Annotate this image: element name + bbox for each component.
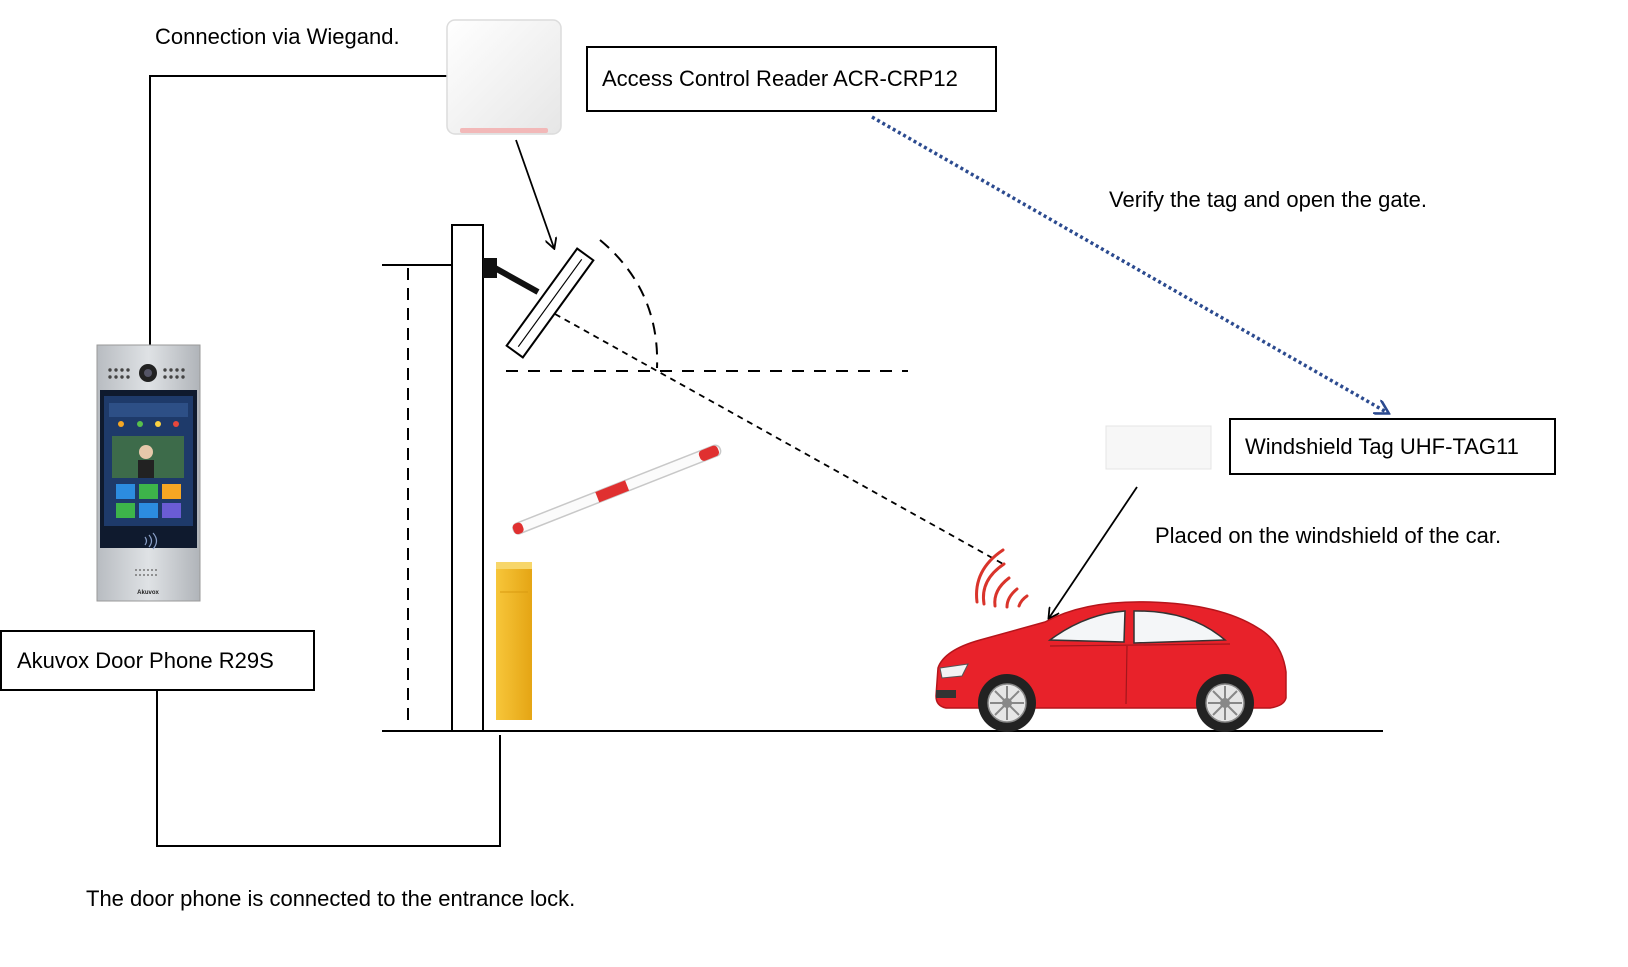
doorphone-label: Akuvox Door Phone R29S	[17, 647, 274, 673]
windshield-tag-image	[1105, 425, 1212, 470]
rf-signal-icon	[975, 548, 1029, 609]
reader-label: Access Control Reader ACR-CRP12	[602, 66, 958, 91]
verify-label: Verify the tag and open the gate.	[1109, 187, 1428, 212]
reader-bracket-block	[483, 258, 497, 278]
placed-label: Placed on the windshield of the car.	[1155, 523, 1502, 548]
tag-label: Windshield Tag UHF-TAG11	[1245, 433, 1519, 459]
reader-coverage-arc	[599, 239, 659, 369]
barrier-bollard	[496, 562, 532, 720]
verify-dotted-arrow	[871, 115, 1388, 413]
reader-mount-arrow	[515, 139, 554, 248]
tag-placement-arrow	[1049, 486, 1138, 618]
reader-label-box: Access Control Reader ACR-CRP12	[586, 46, 997, 112]
mounted-reader	[505, 247, 595, 359]
lock-connection-label: The door phone is connected to the entra…	[86, 886, 576, 911]
mounting-pole	[451, 224, 484, 732]
door-phone-device: Akuvox	[96, 344, 201, 602]
barrier-arm	[512, 444, 722, 535]
reader-device-image	[446, 19, 562, 135]
tag-label-box: Windshield Tag UHF-TAG11	[1229, 418, 1556, 475]
wiegand-connection-line	[149, 75, 447, 345]
car-image	[935, 601, 1287, 732]
lock-connection-line	[156, 690, 501, 847]
reader-beam-dashed	[554, 313, 1006, 566]
reader-bracket-arm	[493, 265, 540, 295]
door-phone-brand-logo: Akuvox	[137, 590, 159, 596]
wiegand-connection-label: Connection via Wiegand.	[155, 24, 400, 49]
doorphone-label-box: Akuvox Door Phone R29S	[0, 630, 315, 691]
